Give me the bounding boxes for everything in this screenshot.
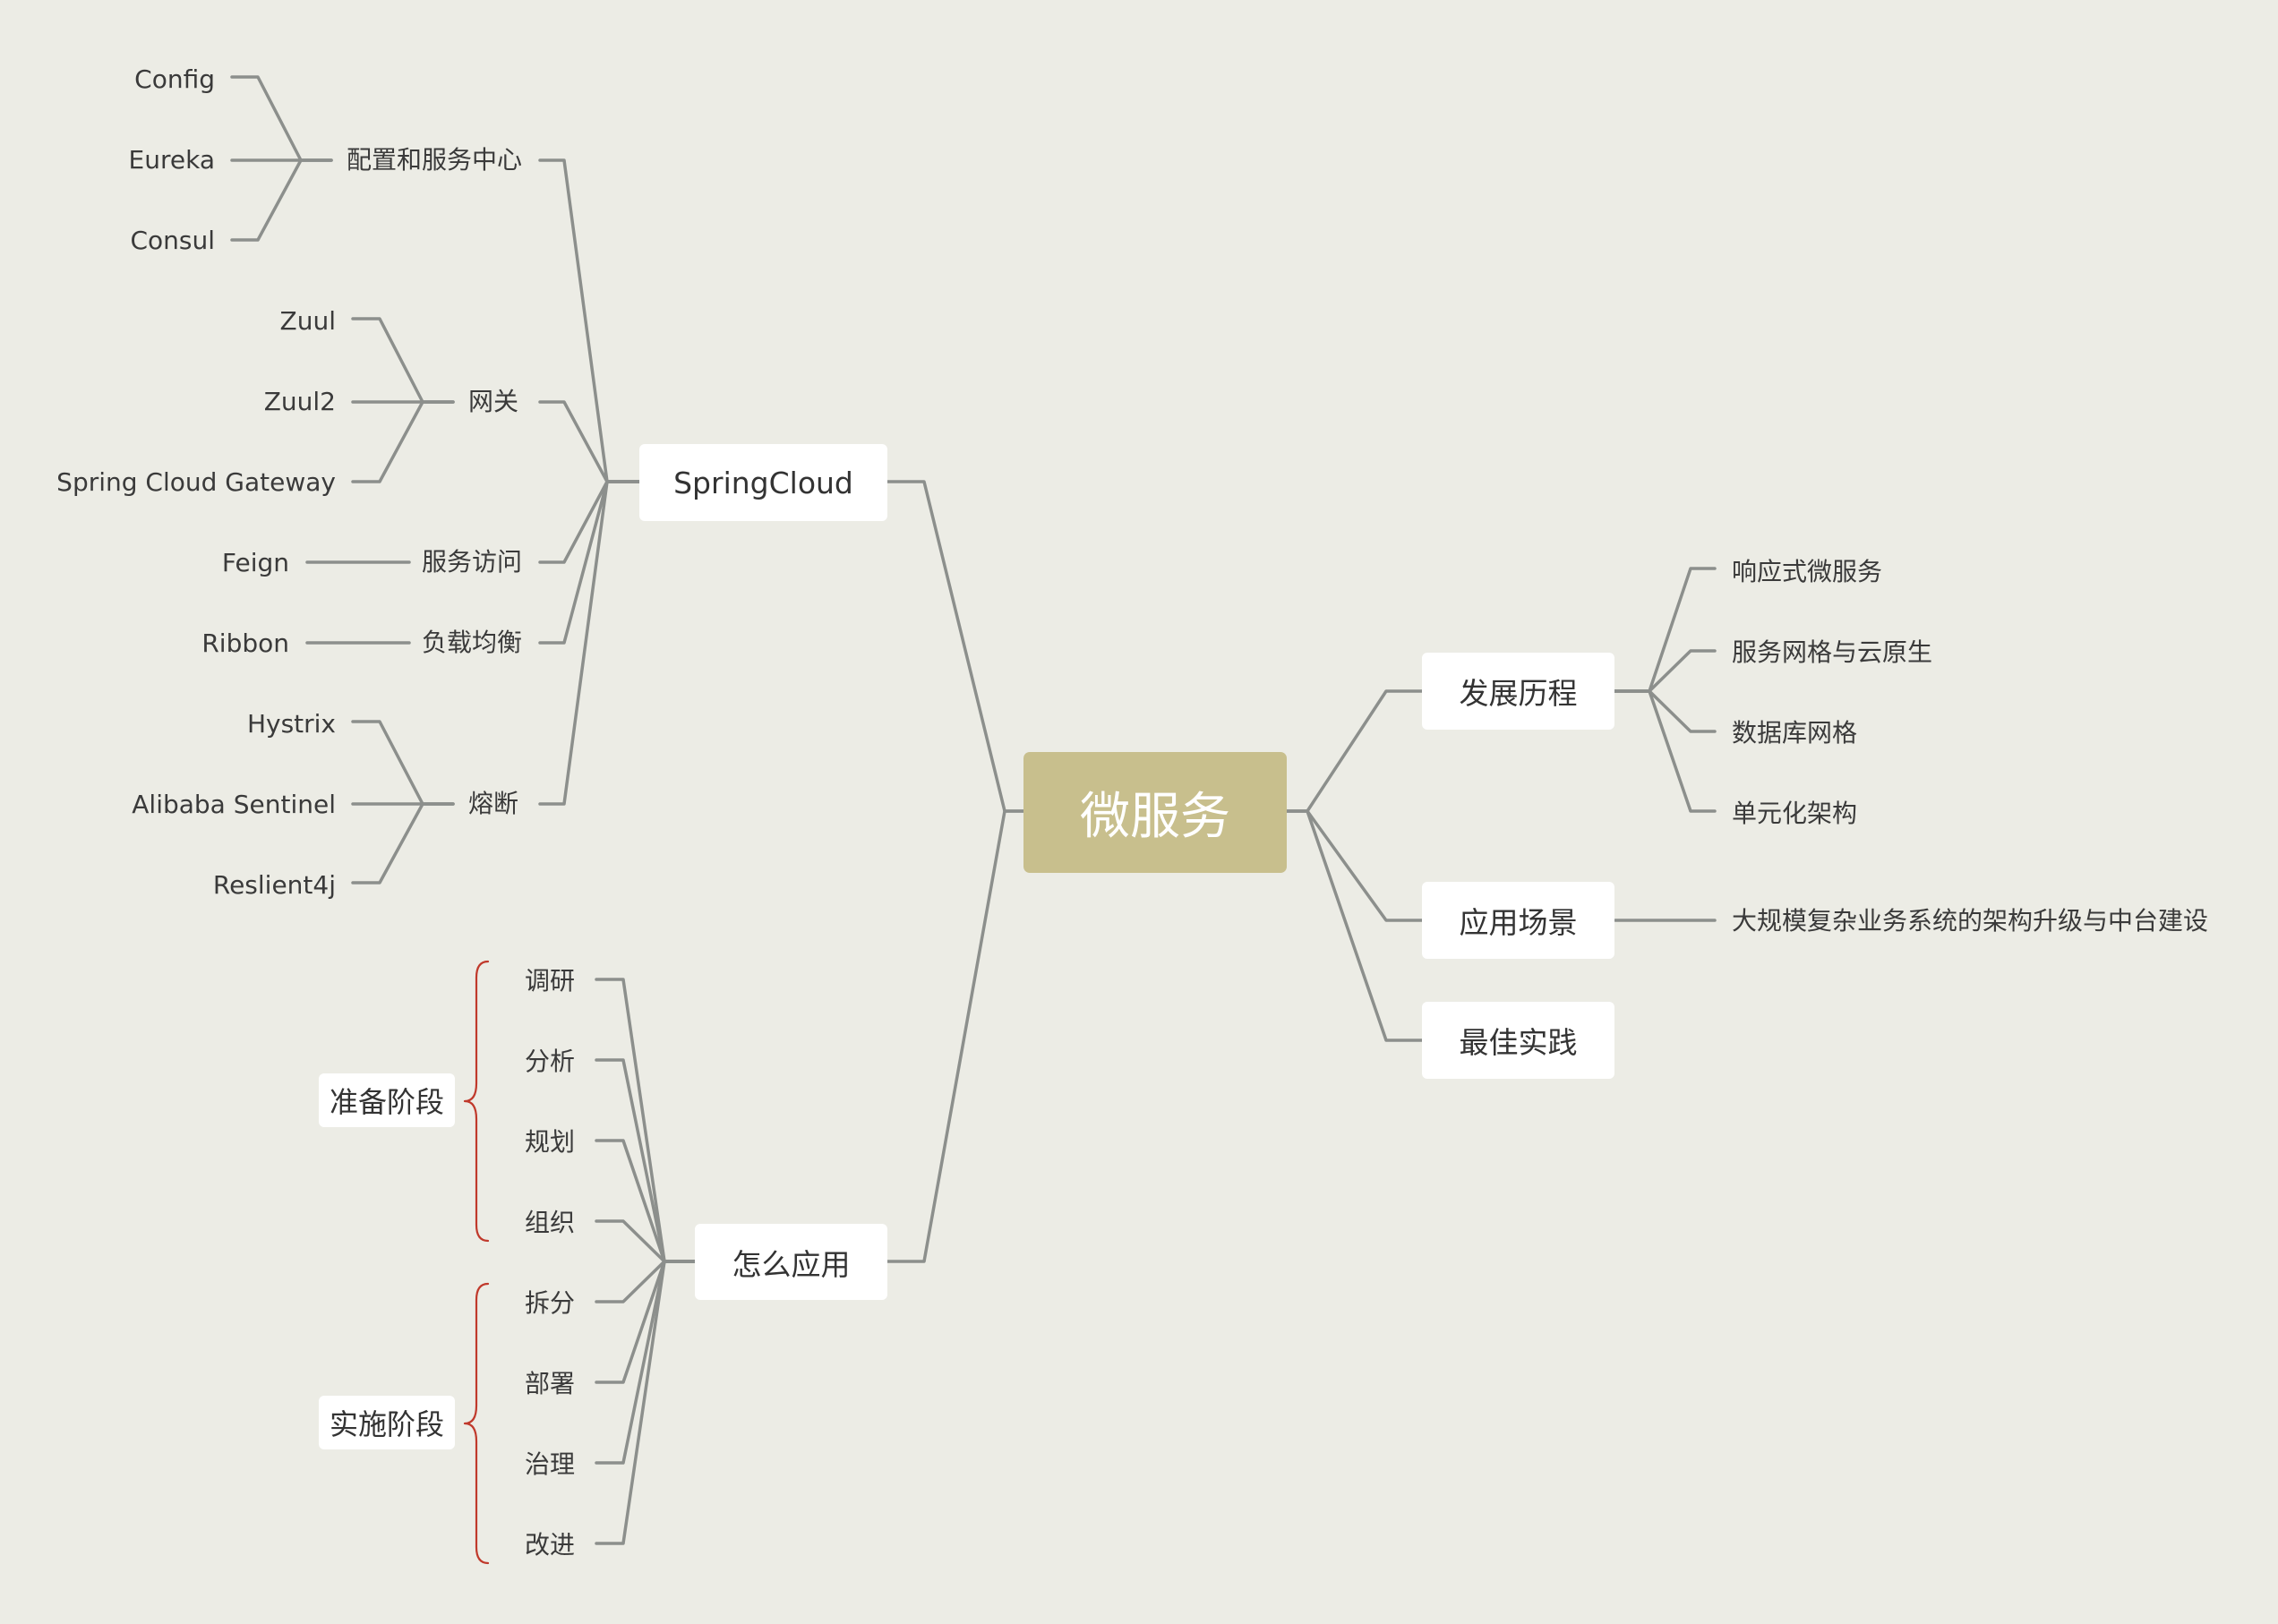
connector-step-5 (595, 1260, 697, 1303)
step-organization[interactable]: 组织 (524, 1208, 575, 1237)
connector-sc-gateway (538, 400, 641, 483)
history-service-mesh[interactable]: 服务网格与云原生 (1732, 637, 1933, 667)
connector-br-hystrix (351, 720, 455, 806)
history-database-mesh[interactable]: 数据库网格 (1732, 718, 1858, 748)
scenario-architecture-upgrade[interactable]: 大规模复杂业务系统的架构升级与中台建设 (1732, 906, 2209, 936)
connector-step-7 (595, 1260, 697, 1465)
connector-hist-2 (1610, 649, 1717, 693)
connector-root-howtoapply (886, 809, 1025, 1263)
node-best-practice[interactable]: 最佳实践 (1422, 1002, 1614, 1079)
connector-root-springcloud (886, 480, 1025, 813)
leaf-alibaba-sentinel[interactable]: Alibaba Sentinel (132, 790, 336, 819)
node-springcloud[interactable]: SpringCloud (639, 444, 887, 521)
topic-service-access[interactable]: 服务访问 (421, 547, 522, 577)
connector-step-2 (595, 1058, 697, 1263)
connector-sc-config (538, 158, 641, 483)
connector-br-reslient (351, 802, 455, 885)
brace-prepare (463, 960, 490, 1243)
how-to-apply-label: 怎么应用 (732, 1246, 851, 1282)
connector-config-consul (230, 158, 333, 242)
scenarios-label: 应用场景 (1459, 905, 1578, 940)
connector-config-config (230, 75, 333, 162)
step-research[interactable]: 调研 (524, 966, 575, 996)
topic-load-balance[interactable]: 负载均衡 (421, 628, 522, 657)
history-label: 发展历程 (1459, 676, 1578, 711)
leaf-feign[interactable]: Feign (221, 548, 289, 577)
connector-step-4 (595, 1219, 697, 1263)
step-deploy[interactable]: 部署 (524, 1369, 575, 1398)
node-how-to-apply[interactable]: 怎么应用 (695, 1224, 887, 1300)
leaf-ribbon[interactable]: Ribbon (201, 628, 289, 658)
implement-phase-label: 实施阶段 (329, 1407, 444, 1441)
connector-gw-scg (351, 400, 455, 483)
leaf-hystrix[interactable]: Hystrix (246, 709, 336, 739)
topic-gateway[interactable]: 网关 (467, 387, 518, 416)
step-govern[interactable]: 治理 (524, 1449, 575, 1479)
leaf-spring-cloud-gateway[interactable]: Spring Cloud Gateway (56, 467, 336, 497)
prepare-phase-label: 准备阶段 (329, 1085, 444, 1119)
springcloud-label: SpringCloud (673, 465, 853, 500)
connector-sc-breaker (538, 480, 641, 806)
node-history[interactable]: 发展历程 (1422, 653, 1614, 730)
node-implement-phase[interactable]: 实施阶段 (319, 1396, 455, 1449)
step-improve[interactable]: 改进 (524, 1530, 575, 1560)
brace-implement (463, 1282, 490, 1565)
step-analysis[interactable]: 分析 (524, 1047, 575, 1076)
history-cell-architecture[interactable]: 单元化架构 (1732, 799, 1858, 828)
connector-step-8 (595, 1260, 697, 1545)
leaf-config[interactable]: Config (134, 64, 215, 94)
leaf-zuul2[interactable]: Zuul2 (263, 387, 336, 416)
connector-gw-zuul (351, 317, 455, 404)
connector-step-1 (595, 978, 697, 1263)
root-node[interactable]: 微服务 (1023, 752, 1287, 873)
best-practice-label: 最佳实践 (1459, 1025, 1578, 1060)
connector-hist-1 (1610, 567, 1717, 693)
leaf-reslient4j[interactable]: Reslient4j (212, 870, 336, 900)
node-scenarios[interactable]: 应用场景 (1422, 882, 1614, 959)
connector-hist-3 (1610, 689, 1717, 733)
leaf-zuul[interactable]: Zuul (279, 306, 336, 336)
connector-root-bestpractice (1285, 809, 1424, 1042)
connector-root-history (1285, 689, 1424, 813)
topic-config-center[interactable]: 配置和服务中心 (346, 145, 522, 175)
step-split[interactable]: 拆分 (524, 1288, 575, 1318)
leaf-eureka[interactable]: Eureka (128, 145, 215, 175)
node-prepare-phase[interactable]: 准备阶段 (319, 1073, 455, 1127)
step-planning[interactable]: 规划 (524, 1127, 575, 1157)
leaf-consul[interactable]: Consul (130, 226, 215, 255)
root-label: 微服务 (1080, 788, 1230, 846)
connector-hist-4 (1610, 689, 1717, 813)
history-reactive[interactable]: 响应式微服务 (1732, 557, 1883, 586)
topic-circuit-breaker[interactable]: 熔断 (467, 789, 518, 818)
connector-root-scenarios (1285, 809, 1424, 922)
